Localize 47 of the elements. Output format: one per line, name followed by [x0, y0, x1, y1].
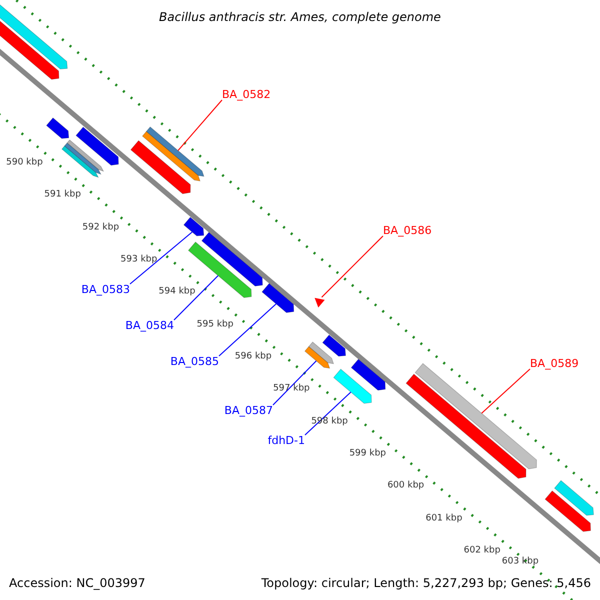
gene-bar — [183, 216, 204, 236]
scale-label: 599 kbp — [349, 449, 386, 458]
gene-bar — [544, 490, 591, 532]
leader-line — [272, 360, 317, 406]
leader-line — [304, 392, 352, 436]
gene-bar — [46, 117, 70, 139]
gene-label: BA_0583 — [81, 284, 130, 295]
gene-bar — [554, 480, 594, 516]
scale-label: 596 kbp — [234, 352, 272, 362]
gene-bar — [350, 358, 386, 391]
gene-bar — [76, 126, 119, 166]
leader-line — [178, 100, 222, 152]
gene-label: BA_0584 — [125, 320, 174, 331]
scale-label: 597 kbp — [273, 384, 310, 394]
gene-label: BA_0586 — [383, 225, 432, 236]
title: Bacillus anthracis str. Ames, complete genome — [158, 11, 442, 23]
gene-label: BA_0585 — [170, 356, 219, 367]
scale-label: 602 kbp — [464, 546, 500, 556]
scale-label: 600 kbp — [387, 482, 424, 491]
scale-label: 591 kbp — [44, 190, 81, 200]
leader-line — [130, 232, 193, 284]
leader-line — [218, 303, 277, 356]
gene-bar — [130, 140, 191, 194]
scale-label: 593 kbp — [120, 255, 158, 264]
scale-label: 590 kbp — [6, 158, 43, 168]
gene-label: BA_0587 — [224, 405, 273, 416]
gene-label: BA_0589 — [530, 358, 579, 369]
scale-label: 594 kbp — [158, 288, 196, 297]
gene-bar — [322, 334, 346, 357]
gene-bar — [333, 368, 372, 404]
scale-label: 592 kbp — [82, 223, 120, 232]
gene-bar — [201, 232, 263, 286]
leader-line — [481, 368, 530, 414]
gene-marker — [314, 298, 325, 308]
gene-bar — [406, 374, 526, 479]
scale-label: 601 kbp — [426, 514, 462, 524]
gene-label: BA_0582 — [222, 89, 271, 100]
accession-text: Accession: NC_003997 — [9, 577, 146, 589]
genome-info-text: Topology: circular; Length: 5,227,293 bp; Genes: 5,456 — [261, 577, 591, 589]
gene-bar — [262, 283, 294, 313]
scale-label: 595 kbp — [196, 320, 234, 330]
gene-label: fdhD-1 — [268, 435, 305, 446]
scale-label: 603 kbp — [502, 558, 539, 566]
gene-bar — [308, 342, 334, 364]
leader-line — [321, 236, 384, 298]
leader-line — [174, 275, 219, 320]
gene-bar — [304, 346, 330, 369]
